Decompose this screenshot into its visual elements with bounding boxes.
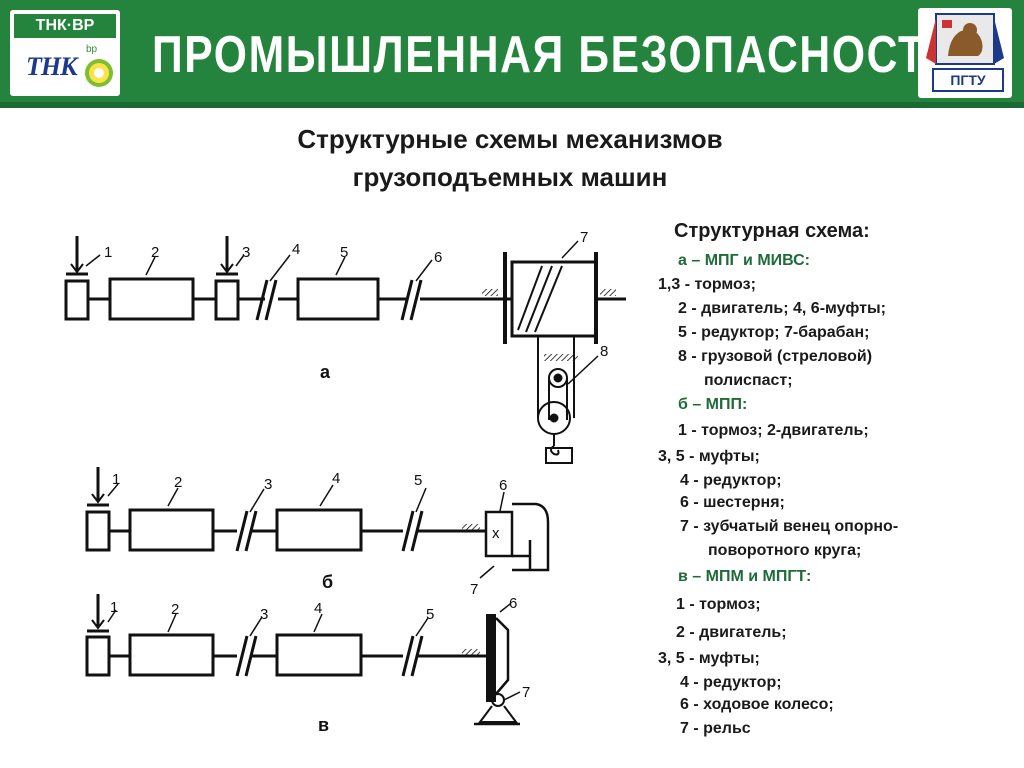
diagram-a-brake-3 <box>214 279 240 321</box>
legend-line-5: 8 - грузовой (стреловой) <box>678 348 873 365</box>
banner-shadow <box>0 102 1024 108</box>
diagram-v-label-3: 3 <box>260 606 268 623</box>
legend-line-13: поворотного круга; <box>708 542 862 559</box>
diagram-a-label-5: 5 <box>340 244 348 261</box>
diagram-a-label-4: 4 <box>292 241 300 258</box>
legend-line-9: 3, 5 - муфты; <box>658 448 760 465</box>
diagram-a-coupling-6a <box>400 279 414 321</box>
legend-line-16: 2 - двигатель; <box>676 624 787 641</box>
diagram-a-caption: а <box>320 362 331 382</box>
diagram-b-label-4: 4 <box>332 470 340 487</box>
diagram-b-brake <box>85 510 111 552</box>
diagram-a-coupling-4a <box>255 279 269 321</box>
slide-title-line-1: Структурные схемы механизмов <box>297 124 723 154</box>
diagram-a-motor <box>108 277 195 321</box>
diagram-a-label-2: 2 <box>151 244 159 261</box>
diagram-b <box>85 467 550 579</box>
legend-line-11: 6 - шестерня; <box>680 494 785 511</box>
diagram-b-ring-gear <box>512 502 550 572</box>
legend-line-12: 7 - зубчатый венец опорно- <box>680 518 899 535</box>
diagram-a-label-3: 3 <box>242 244 250 261</box>
bp-sun-icon <box>85 59 113 87</box>
legend-line-15: 1 - тормоз; <box>676 596 761 613</box>
diagram-a-label-1: 1 <box>104 244 112 261</box>
diagram-b-gear-mark: x <box>492 525 500 542</box>
diagram-b-caption: б <box>322 572 333 592</box>
diagram-b-label-2: 2 <box>174 474 182 491</box>
diagram-a-drum <box>510 260 598 338</box>
diagram-b-label-3: 3 <box>264 476 272 493</box>
diagram-v-label-6: 6 <box>509 595 517 612</box>
diagram-a-coupling-6b <box>409 279 423 321</box>
diagram-a-brake-1 <box>64 279 90 321</box>
legend-line-1: а – МПГ и МИВС: <box>678 252 810 269</box>
diagram-a-label-7: 7 <box>580 229 588 246</box>
diagram-a-reducer <box>296 277 380 321</box>
legend-line-20: 7 - рельс <box>680 720 751 737</box>
diagram-v-label-4: 4 <box>314 600 322 617</box>
legend-line-4: 5 - редуктор; 7-барабан; <box>678 324 870 341</box>
legend-line-10: 4 - редуктор; <box>680 472 782 489</box>
diagram-v-label-2: 2 <box>171 601 179 618</box>
diagram-v-label-5: 5 <box>426 606 434 623</box>
legend-line-3: 2 - двигатель; 4, 6-муфты; <box>678 300 886 317</box>
legend-line-6: полиспаст; <box>704 372 793 389</box>
diagram-b-label-6: 6 <box>499 477 507 494</box>
diagram-b-label-7: 7 <box>470 581 478 598</box>
diagram-a <box>64 236 626 464</box>
legend-line-19: 6 - ходовое колесо; <box>680 696 834 713</box>
diagram-v-motor <box>128 633 215 677</box>
bp-logo-text: bp <box>86 44 98 55</box>
diagram-a-label-8: 8 <box>600 343 608 360</box>
diagram-v-travel-wheel <box>486 614 496 702</box>
diagram-v-caption: в <box>318 715 329 735</box>
mechanism-diagrams: 1 2 3 4 5 6 7 8 а <box>64 229 626 735</box>
tnk-bp-logo-text: ТНК·ВР <box>14 14 116 38</box>
diagram-b-labels: 1 2 3 4 5 6 7 x б <box>112 470 507 598</box>
diagram-b-pinion <box>484 510 514 558</box>
legend-line-18: 4 - редуктор; <box>680 674 782 691</box>
pgtu-logo: ПГТУ <box>918 8 1012 98</box>
legend-line-8: 1 - тормоз; 2-двигатель; <box>678 422 869 439</box>
diagram-a-label-6: 6 <box>434 249 442 266</box>
diagram-v-reducer <box>275 633 363 677</box>
tnk-bp-logo: ТНК·ВР ТНК bp <box>10 10 120 96</box>
diagram-v-labels: 1 2 3 4 5 6 7 в <box>110 595 530 735</box>
diagram-v <box>85 594 521 726</box>
legend-line-7: б – МПП: <box>678 396 748 413</box>
slide-title-line-2: грузоподъемных машин <box>352 162 668 192</box>
diagram-b-motor <box>128 508 215 552</box>
diagram-b-reducer <box>275 508 363 552</box>
legend-heading: Структурная схема: <box>674 220 870 242</box>
legend-line-17: 3, 5 - муфты; <box>658 650 760 667</box>
pgtu-logo-caption: ПГТУ <box>932 68 1004 92</box>
diagram-a-labels: 1 2 3 4 5 6 7 8 а <box>104 229 608 382</box>
diagram-b-label-5: 5 <box>414 472 422 489</box>
diagram-v-label-7: 7 <box>522 684 530 701</box>
header-banner <box>0 0 1024 108</box>
diagram-b-label-1: 1 <box>112 471 120 488</box>
diagram-a-coupling-4b <box>264 279 278 321</box>
diagram-v-label-1: 1 <box>110 599 118 616</box>
slide-title: Структурные схемы механизмов грузоподъем… <box>180 120 840 196</box>
tnk-logo-brand: ТНК <box>26 52 78 81</box>
legend-line-2: 1,3 - тормоз; <box>658 276 756 293</box>
diagram-v-brake <box>85 635 111 677</box>
legend-line-14: в – МПМ и МПГТ: <box>678 568 812 585</box>
banner-title: ПРОМЫШЛЕННАЯ БЕЗОПАСНОСТЬ <box>152 26 959 84</box>
bear-crest-icon <box>926 13 1004 65</box>
